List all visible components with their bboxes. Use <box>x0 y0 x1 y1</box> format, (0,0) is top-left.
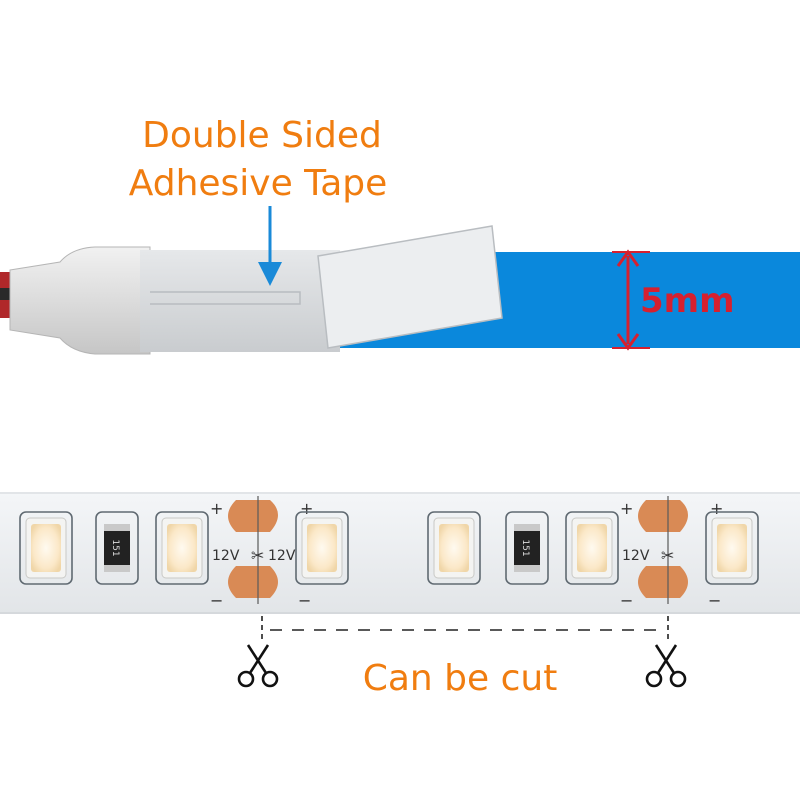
voltage-mark: 12V <box>212 548 240 564</box>
resistor-code: 151 <box>110 539 120 556</box>
adhesive-label-line1: Double Sided <box>142 115 382 156</box>
minus-mark: − <box>620 591 633 610</box>
plus-mark: + <box>300 499 313 518</box>
copper-pad <box>228 566 278 598</box>
resistor-code: 151 <box>520 539 530 556</box>
arrow-down-icon <box>258 206 282 286</box>
plus-mark: + <box>210 499 223 518</box>
plus-mark: + <box>710 499 723 518</box>
voltage-mark: 12V <box>622 548 650 564</box>
adhesive-tape-flap <box>317 225 503 349</box>
scissors-icon <box>237 644 279 688</box>
silicone-end-cap <box>9 246 151 355</box>
led-chip <box>565 511 619 585</box>
led-chip <box>427 511 481 585</box>
copper-pad <box>228 500 278 532</box>
width-dimension-marker <box>612 249 650 351</box>
led-segment-2: 151 + + − − 12V ✂ <box>427 496 759 610</box>
adhesive-label-line2: Adhesive Tape <box>129 163 388 204</box>
cut-guide <box>261 616 669 640</box>
resistor: 151 <box>95 511 139 585</box>
minus-mark: − <box>298 591 311 610</box>
voltage-mark: 12V <box>268 548 296 564</box>
led-chip <box>295 511 349 585</box>
width-label: 5mm <box>640 281 735 321</box>
cut-label: Can be cut <box>363 658 558 699</box>
adhesive-tape-strip <box>140 250 340 352</box>
resistor: 151 <box>505 511 549 585</box>
led-segment-1: 151 + + − − 12V 12V ✂ <box>19 496 349 610</box>
scissors-mini-icon: ✂ <box>251 546 264 565</box>
scissors-mini-icon: ✂ <box>661 546 674 565</box>
copper-pad <box>638 500 688 532</box>
plus-mark: + <box>620 499 633 518</box>
copper-pad <box>638 566 688 598</box>
led-chip <box>155 511 209 585</box>
minus-mark: − <box>708 591 721 610</box>
led-chip <box>19 511 73 585</box>
led-chip <box>705 511 759 585</box>
minus-mark: − <box>210 591 223 610</box>
scissors-icon <box>645 644 687 688</box>
